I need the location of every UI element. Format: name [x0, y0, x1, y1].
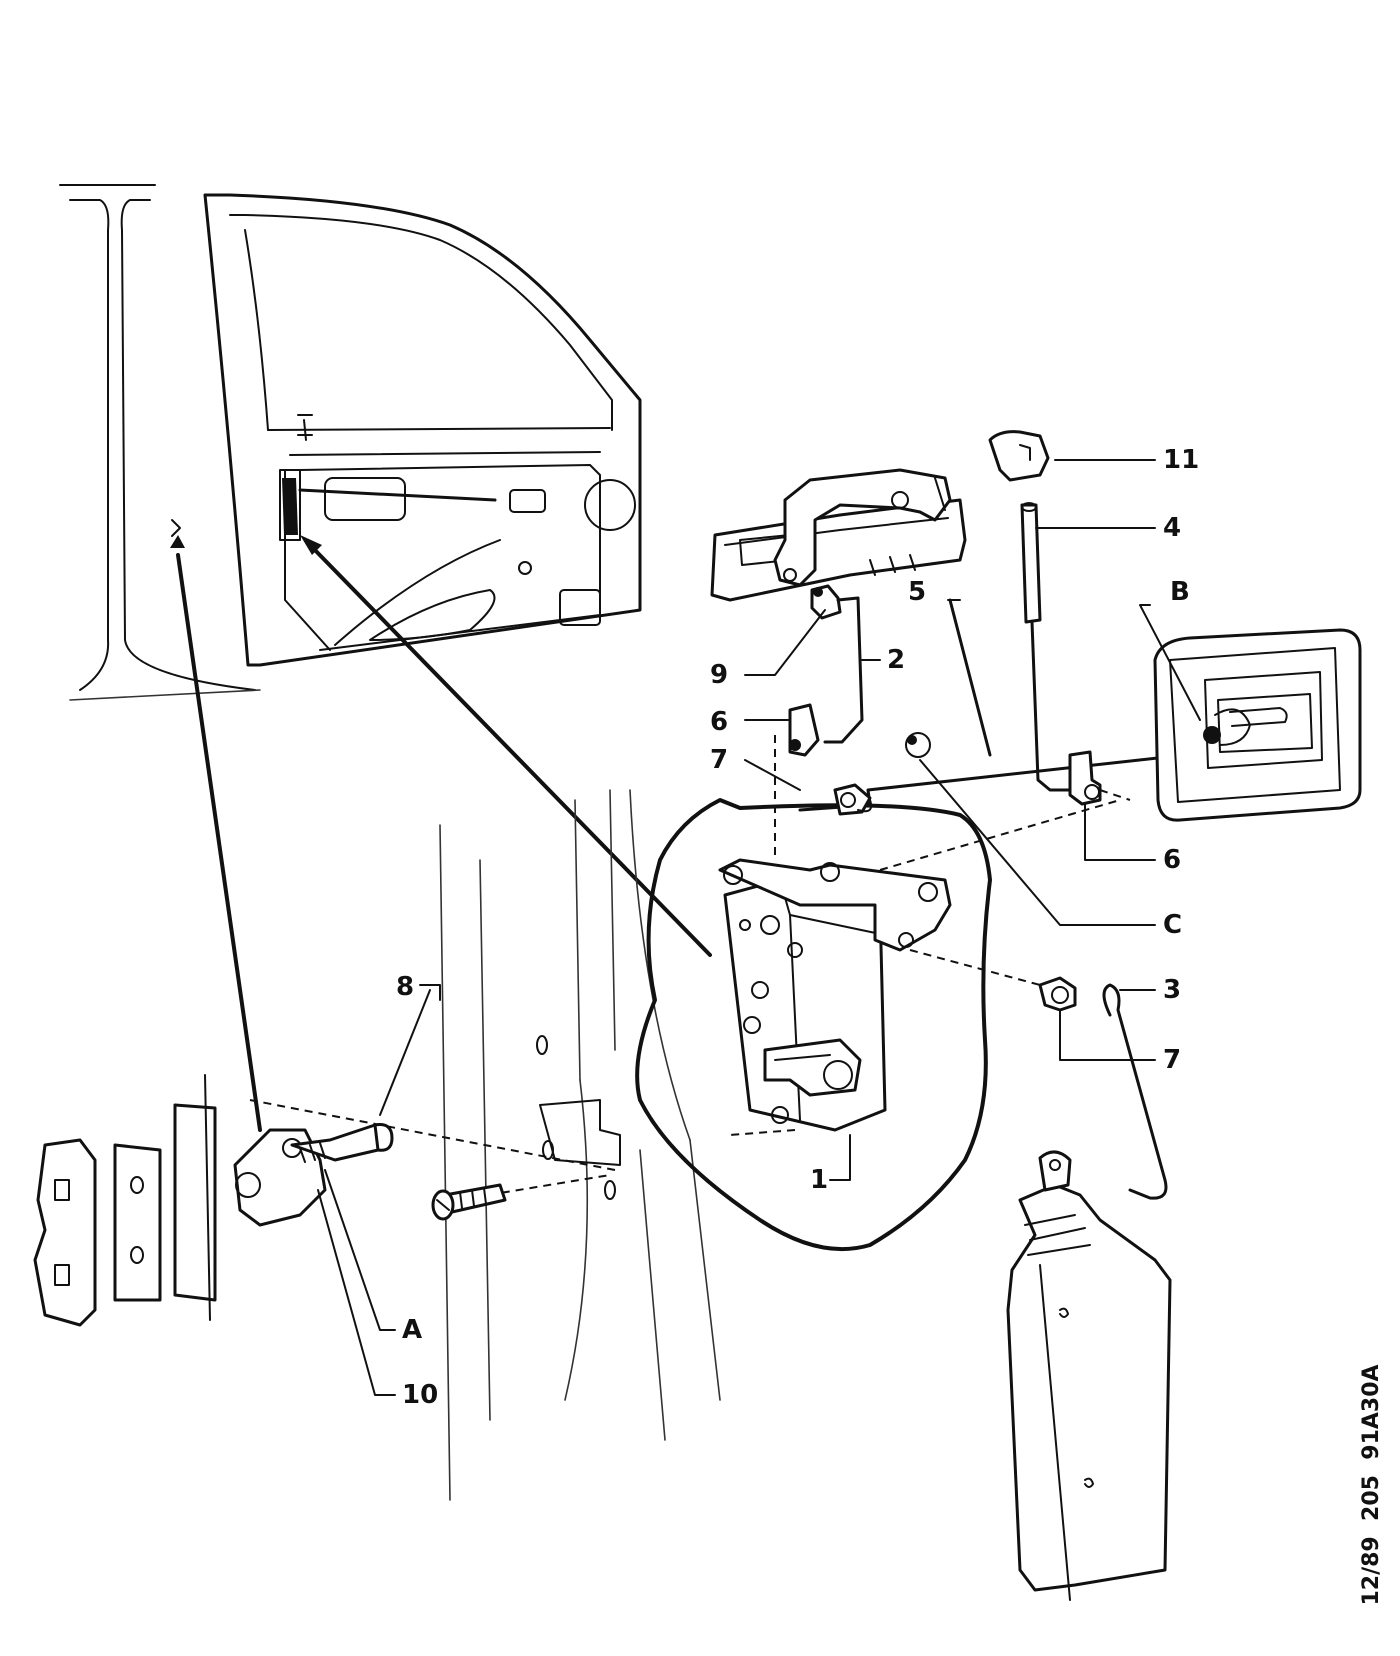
rod-4	[1020, 502, 1082, 792]
rod-5	[948, 598, 992, 757]
callout-6-right: 6	[1163, 845, 1181, 875]
callout-b: B	[1170, 577, 1190, 607]
callout-leaders	[317, 459, 1201, 1396]
clip-6-right	[1068, 750, 1131, 806]
callout-7-lower: 7	[1163, 1045, 1181, 1075]
leader-arrows	[170, 488, 712, 1132]
grommet-c	[905, 732, 931, 758]
clip-9	[810, 584, 842, 620]
callout-10: 10	[402, 1380, 438, 1410]
callout-c: C	[1163, 910, 1182, 940]
callout-1: 1	[810, 1165, 828, 1195]
callout-labels: 1 2 3 4 5 6 6 7 7 8 9 10 11 A B C	[396, 445, 1199, 1410]
callout-5: 5	[908, 577, 926, 607]
rod-2	[823, 596, 864, 744]
callout-2: 2	[887, 645, 905, 675]
callout-7-upper: 7	[710, 745, 728, 775]
clip-6-left	[788, 703, 820, 757]
callout-3: 3	[1163, 975, 1181, 1005]
highlight-outline	[635, 798, 992, 1252]
door-outline-icon	[203, 193, 642, 667]
screw-8	[431, 1183, 507, 1221]
callout-6-left: 6	[710, 707, 728, 737]
interior-handle-icon	[1153, 628, 1362, 822]
bush-7	[1038, 976, 1077, 1012]
rod-end-7	[798, 748, 1232, 816]
callout-a: A	[402, 1315, 422, 1345]
callout-8: 8	[396, 972, 414, 1002]
exterior-handle-icon	[710, 468, 967, 602]
rod-3	[1102, 983, 1168, 1200]
callout-4: 4	[1163, 513, 1181, 543]
callout-9: 9	[710, 660, 728, 690]
door-lock-icon	[718, 858, 952, 1132]
lock-knob	[988, 430, 1050, 482]
door-shut-face	[439, 789, 721, 1501]
grease-bottle-icon	[1006, 1150, 1172, 1601]
reference-code: 12/89 205 91A30A	[1359, 1364, 1384, 1605]
striker-plate-icon	[33, 1074, 394, 1327]
callout-11: 11	[1163, 445, 1199, 475]
